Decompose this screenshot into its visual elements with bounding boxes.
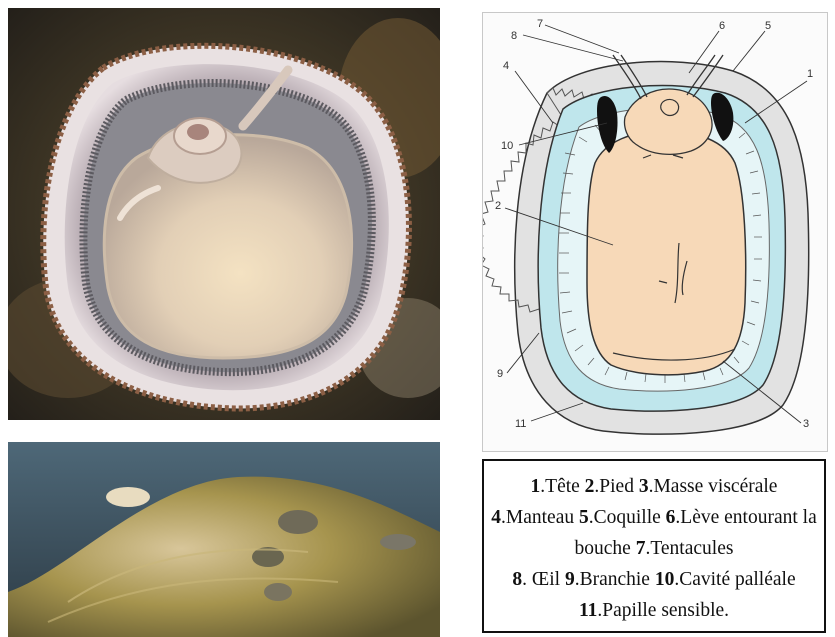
label-7: 7: [537, 18, 543, 30]
label-11: 11: [515, 418, 526, 430]
label-9: 9: [497, 368, 503, 380]
label-6: 6: [719, 20, 725, 32]
limpet-anatomy-diagram: 8 7 6 5 4 1 10 2 9 11 3: [482, 12, 828, 452]
legend-item-9: 9.Branchie: [565, 569, 655, 590]
legend-item-3: 3.Masse viscérale: [639, 476, 778, 497]
label-10: 10: [501, 140, 513, 152]
legend-item-2: 2.Pied: [585, 476, 639, 497]
foot-outline: [587, 131, 746, 375]
legend-item-5: 5.Coquille: [579, 507, 666, 528]
legend-item-1: 1.Tête: [531, 476, 585, 497]
legend-item-8: 8. Œil: [512, 569, 565, 590]
legend-item-10: 10.Cavité palléale: [655, 569, 796, 590]
label-5: 5: [765, 20, 771, 32]
legend-box: 1.Tête 2.Pied 3.Masse viscérale 4.Mantea…: [482, 459, 826, 633]
limpet-shell-photo: [8, 442, 440, 637]
limpet-ventral-photo: [8, 8, 440, 420]
label-3: 3: [803, 418, 809, 430]
legend-item-7: 7.Tentacules: [636, 538, 734, 559]
label-2: 2: [495, 200, 501, 212]
label-1: 1: [807, 68, 813, 80]
legend-item-4: 4.Manteau: [491, 507, 579, 528]
legend-item-11: 11.Papille sensible.: [579, 600, 729, 621]
label-8: 8: [511, 30, 517, 42]
label-4: 4: [503, 60, 509, 72]
